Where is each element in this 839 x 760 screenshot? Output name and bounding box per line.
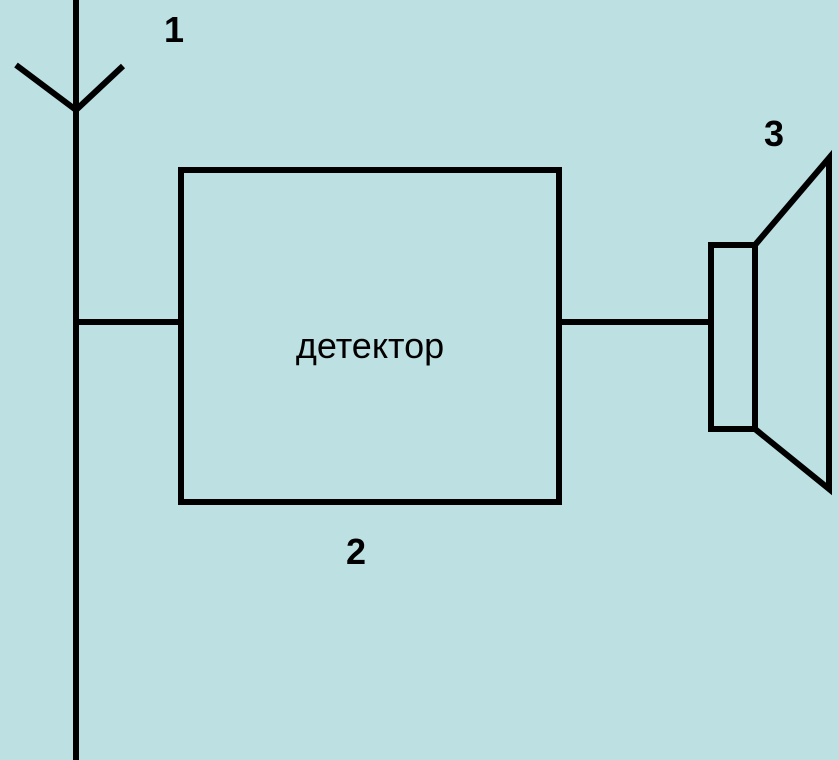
speaker-magnet: [708, 242, 758, 432]
detector-label: детектор: [296, 325, 444, 366]
antenna-left-arm: [14, 62, 78, 113]
antenna-right-arm: [73, 63, 126, 113]
antenna-number-label: 1: [164, 9, 184, 50]
speaker-cone: [752, 149, 832, 496]
antenna: [14, 0, 126, 760]
detector-block: [178, 167, 562, 505]
loudspeaker: [708, 149, 832, 496]
detector-number-label: 2: [346, 531, 366, 572]
speaker-number-label: 3: [764, 113, 784, 154]
